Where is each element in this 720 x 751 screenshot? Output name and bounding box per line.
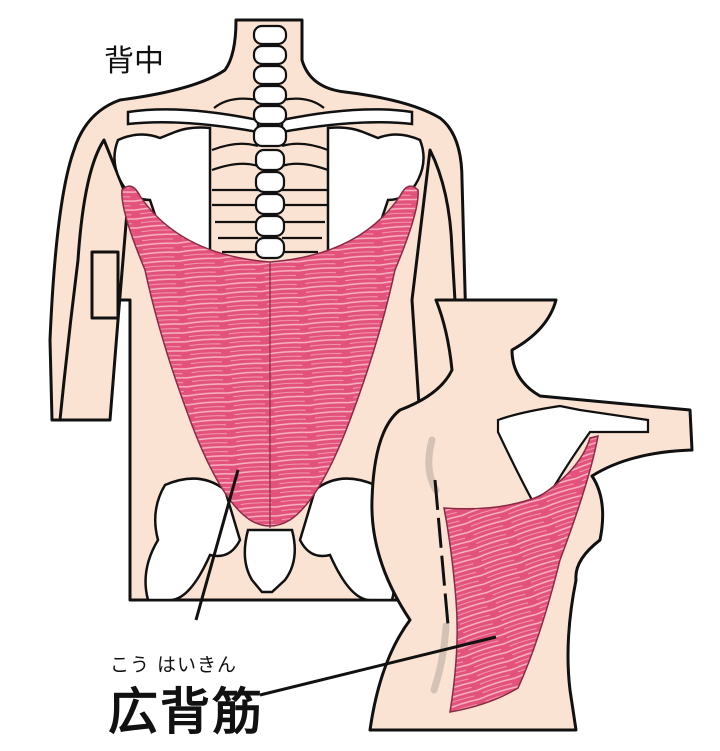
title-label: 背中 <box>104 44 164 79</box>
spine-shadow-lower <box>430 622 450 694</box>
side-scapula <box>496 404 650 502</box>
latissimus-dorsi-lateral <box>443 434 599 713</box>
furigana-label: こう はいきん <box>110 654 238 676</box>
spine <box>252 24 288 260</box>
leader-line-side <box>259 635 497 697</box>
spine-dash-line <box>433 479 450 626</box>
leader-line-front <box>194 469 240 621</box>
muscle-name-label: 広背筋 <box>108 683 264 741</box>
